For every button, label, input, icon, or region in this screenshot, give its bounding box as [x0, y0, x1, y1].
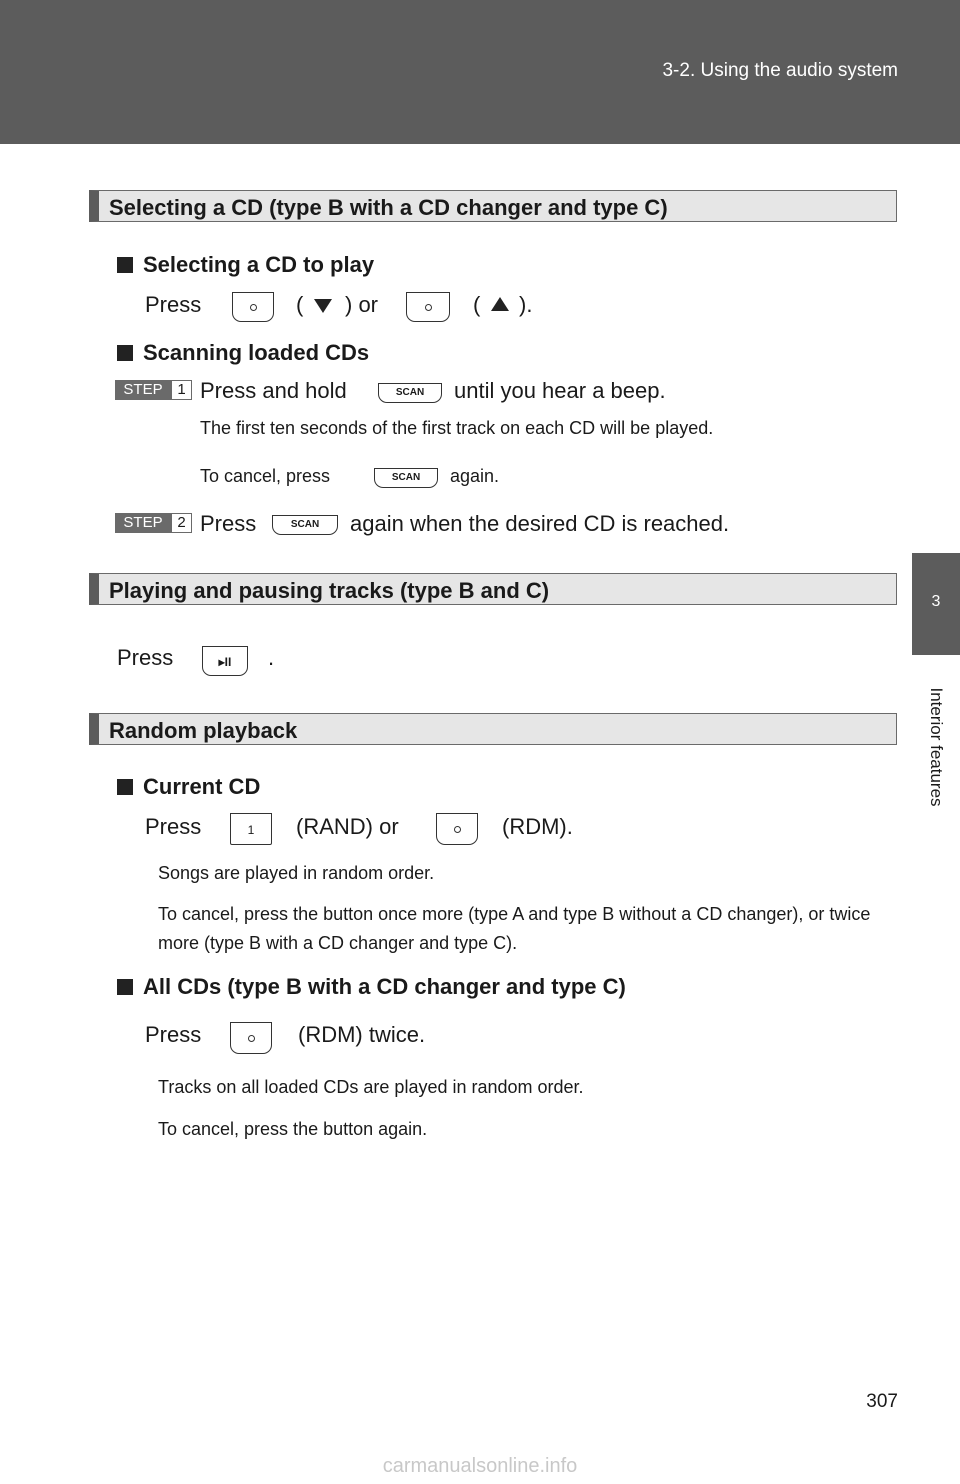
watermark: carmanualsonline.info	[382, 1455, 578, 1477]
button-dot-icon	[250, 304, 257, 311]
disc-up-button-icon	[406, 292, 450, 322]
button-dot-icon	[248, 1035, 255, 1042]
bullet-square-icon	[117, 979, 133, 995]
or-text: ) or	[345, 292, 378, 317]
step-label: STEP	[115, 380, 171, 400]
subheading-text: Scanning loaded CDs	[143, 340, 370, 365]
scan-label: SCAN	[395, 387, 425, 398]
preset-1-button-icon: 1	[230, 813, 272, 845]
rdm-button-icon	[436, 813, 478, 845]
note-cancel-again: To cancel, press the button again.	[158, 1119, 428, 1139]
step-number: 2	[171, 513, 192, 533]
step-1-badge: STEP 1	[115, 380, 192, 400]
press-text: Press	[117, 645, 174, 670]
chapter-label: Interior features	[927, 687, 946, 807]
step-number: 1	[171, 380, 192, 400]
press-text: Press	[145, 814, 202, 839]
subheading-selecting-cd: Selecting a CD to play	[117, 252, 374, 278]
chapter-number: 3	[931, 593, 941, 610]
bullet-square-icon	[117, 345, 133, 361]
rdm-twice-text: (RDM) twice.	[298, 1022, 426, 1047]
subheading-all-cds: All CDs (type B with a CD changer and ty…	[117, 974, 626, 1000]
step-2-badge: STEP 2	[115, 513, 192, 533]
button-dot-icon	[425, 304, 432, 311]
subheading-scanning: Scanning loaded CDs	[117, 340, 369, 366]
rdm-button-icon	[230, 1022, 272, 1054]
period: .	[268, 645, 275, 670]
rand-or-text: (RAND) or	[296, 814, 399, 839]
paren-open: (	[296, 292, 304, 317]
bullet-square-icon	[117, 257, 133, 273]
note-cancel-b: again.	[450, 466, 500, 486]
chapter-label-box: Interior features	[912, 662, 960, 832]
preset-label: 1	[247, 823, 255, 837]
scan-button-icon: SCAN	[272, 515, 338, 535]
rdm-text: (RDM).	[502, 814, 573, 839]
note-cancel-random: To cancel, press the button once more (t…	[158, 904, 871, 953]
note-random-order: Songs are played in random order.	[158, 863, 435, 883]
step-2-text-b: again when the desired CD is reached.	[350, 511, 730, 536]
section-random-playback: Random playback	[89, 713, 897, 745]
scan-button-icon: SCAN	[378, 383, 442, 403]
press-text: Press	[145, 1022, 202, 1047]
up-triangle-icon	[491, 292, 509, 318]
page-number: 307	[866, 1391, 898, 1412]
step-2-text-a: Press	[200, 511, 257, 536]
step-1-text-a: Press and hold	[200, 378, 347, 403]
section-title: Selecting a CD (type B with a CD changer…	[109, 195, 668, 220]
subheading-text: Selecting a CD to play	[143, 252, 375, 277]
header-title: 3-2. Using the audio system	[662, 60, 898, 81]
subheading-text: Current CD	[143, 774, 261, 799]
down-triangle-icon	[314, 292, 332, 318]
paren-open: (	[473, 292, 481, 317]
section-playing-pausing: Playing and pausing tracks (type B and C…	[89, 573, 897, 605]
page-header: 3-2. Using the audio system	[0, 0, 960, 144]
subheading-current-cd: Current CD	[117, 774, 260, 800]
note-first-ten-seconds: The first ten seconds of the first track…	[200, 418, 714, 438]
subheading-text: All CDs (type B with a CD changer and ty…	[143, 974, 626, 999]
disc-down-button-icon	[232, 292, 274, 322]
press-text: Press	[145, 292, 202, 317]
scan-label: SCAN	[391, 472, 421, 483]
section-title: Random playback	[109, 718, 298, 743]
section-title: Playing and pausing tracks (type B and C…	[109, 578, 550, 603]
button-dot-icon	[454, 826, 461, 833]
section-selecting-cd: Selecting a CD (type B with a CD changer…	[89, 190, 897, 222]
note-all-random: Tracks on all loaded CDs are played in r…	[158, 1077, 584, 1097]
chapter-tab: 3	[912, 553, 960, 655]
scan-label: SCAN	[290, 519, 320, 530]
note-cancel-a: To cancel, press	[200, 466, 331, 486]
paren-close: ).	[519, 292, 533, 317]
play-pause-label: ▸II	[218, 655, 232, 669]
step-label: STEP	[115, 513, 171, 533]
step-1-text-b: until you hear a beep.	[454, 378, 666, 403]
play-pause-button-icon: ▸II	[202, 646, 248, 676]
bullet-square-icon	[117, 779, 133, 795]
scan-button-icon: SCAN	[374, 468, 438, 488]
